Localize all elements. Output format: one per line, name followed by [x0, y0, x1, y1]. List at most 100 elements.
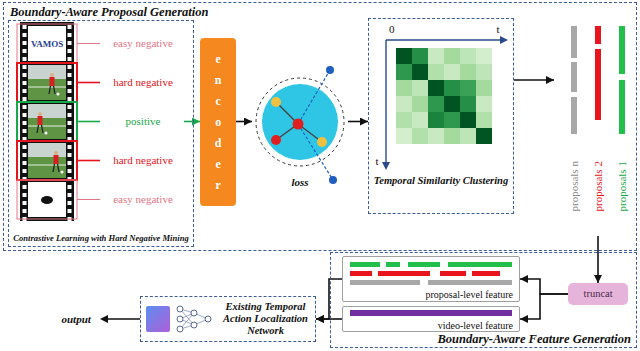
feature-label: proposal-level feature [426, 289, 513, 301]
proposal-set: proposals nproposals 2proposals 1 [554, 22, 636, 236]
network-unit [191, 310, 197, 316]
connector [316, 318, 342, 320]
sample-row: easy negative [80, 24, 184, 63]
anchor-point [293, 119, 304, 130]
film-hole [23, 81, 27, 85]
feature-bar [448, 262, 512, 267]
embedding-space: loss [252, 64, 348, 198]
film-hole [68, 57, 72, 61]
sample-row: easy negative [80, 180, 184, 219]
axis-label: t [497, 23, 500, 36]
connector [236, 121, 252, 123]
film-hole [23, 113, 27, 117]
output-label: output [62, 313, 91, 326]
output-arrow [106, 318, 140, 320]
proposal-bar [619, 26, 625, 74]
feature-bar [350, 271, 372, 276]
matrix-cell [476, 112, 492, 128]
margin-circle [256, 78, 344, 166]
axis-label: 0 [389, 23, 395, 36]
matrix-cell [396, 128, 412, 144]
film-hole [68, 89, 72, 93]
network-unit [205, 316, 211, 322]
negative-point [329, 176, 337, 184]
sample-label: hard negative [104, 76, 182, 89]
network-icon [146, 306, 170, 332]
sample-label: hard negative [104, 154, 182, 167]
panel-caption: Temporal Similarity Clustering [372, 175, 510, 187]
player-leg [49, 86, 51, 94]
network-unit [177, 306, 183, 312]
ball [61, 171, 64, 174]
film-hole [68, 161, 72, 165]
matrix-cell [460, 112, 476, 128]
embedding-ball [262, 84, 338, 160]
matrix-cell [428, 64, 444, 80]
matrix-cell [412, 112, 428, 128]
similarity-panel: Temporal Similarity Clustering [368, 18, 514, 214]
panel-title: Boundary-Aware Proposal Generation [10, 5, 208, 19]
proposal-label: proposals n [568, 161, 581, 211]
feature-box: proposal-level feature [342, 256, 520, 302]
axis-head [500, 36, 508, 44]
truncat-box: truncat [568, 283, 628, 305]
film-hole [23, 89, 27, 93]
film-hole [23, 97, 27, 101]
matrix-cell [396, 48, 412, 64]
proposal-bar [595, 49, 601, 120]
proposal-bar [619, 80, 625, 134]
film-hole [68, 105, 72, 109]
axis [386, 39, 502, 40]
embedding-point [271, 135, 281, 145]
matrix-cell [396, 96, 412, 112]
proposal-bar [571, 62, 577, 92]
player-body [54, 155, 59, 164]
feature-bar [408, 262, 440, 267]
film-hole [68, 73, 72, 77]
matrix-cell [412, 80, 428, 96]
group-caption: Contrastive Learning with Hard Negative … [12, 234, 190, 244]
panel-title: Boundary-Aware Feature Generation [437, 332, 631, 346]
push-line [298, 124, 333, 180]
sample-label: easy negative [104, 193, 182, 206]
connector [597, 236, 599, 283]
matrix-cell [460, 96, 476, 112]
sample-bracket [77, 43, 100, 44]
film-hole [23, 129, 27, 133]
connector [520, 279, 568, 294]
film-hole [23, 193, 27, 197]
proposal-bar [571, 97, 577, 134]
proposal-bar [595, 26, 601, 44]
matrix-cell [460, 80, 476, 96]
matrix-cell [476, 128, 492, 144]
logo-text: VAMOS [31, 39, 63, 49]
ball [57, 93, 60, 96]
frame-object [41, 196, 53, 204]
output-head [100, 315, 108, 323]
section-panel: Boundary-Aware Feature Generation truncat… [330, 252, 637, 348]
sample-bracket [77, 82, 100, 84]
matrix-cell [396, 64, 412, 80]
frame-sky [28, 65, 66, 79]
feature-bar [472, 271, 500, 276]
matrix-cell [460, 64, 476, 80]
field-line [28, 126, 66, 127]
matrix-cell [396, 80, 412, 96]
film-hole [68, 129, 72, 133]
connector [316, 279, 342, 319]
matrix-cell [444, 112, 460, 128]
network-unit [191, 322, 197, 328]
connector [520, 294, 568, 319]
matrix-cell [412, 96, 428, 112]
matrix-cell [412, 64, 428, 80]
matrix-cell [460, 128, 476, 144]
film-hole [23, 169, 27, 173]
film-hole [23, 49, 27, 53]
connector [514, 79, 554, 81]
matrix-cell [476, 96, 492, 112]
film-hole [23, 209, 27, 213]
sample-row: positive [80, 102, 184, 141]
section-panel: Boundary-Aware Proposal GenerationContra… [3, 2, 637, 251]
film-hole [68, 185, 72, 189]
connector [348, 121, 368, 123]
